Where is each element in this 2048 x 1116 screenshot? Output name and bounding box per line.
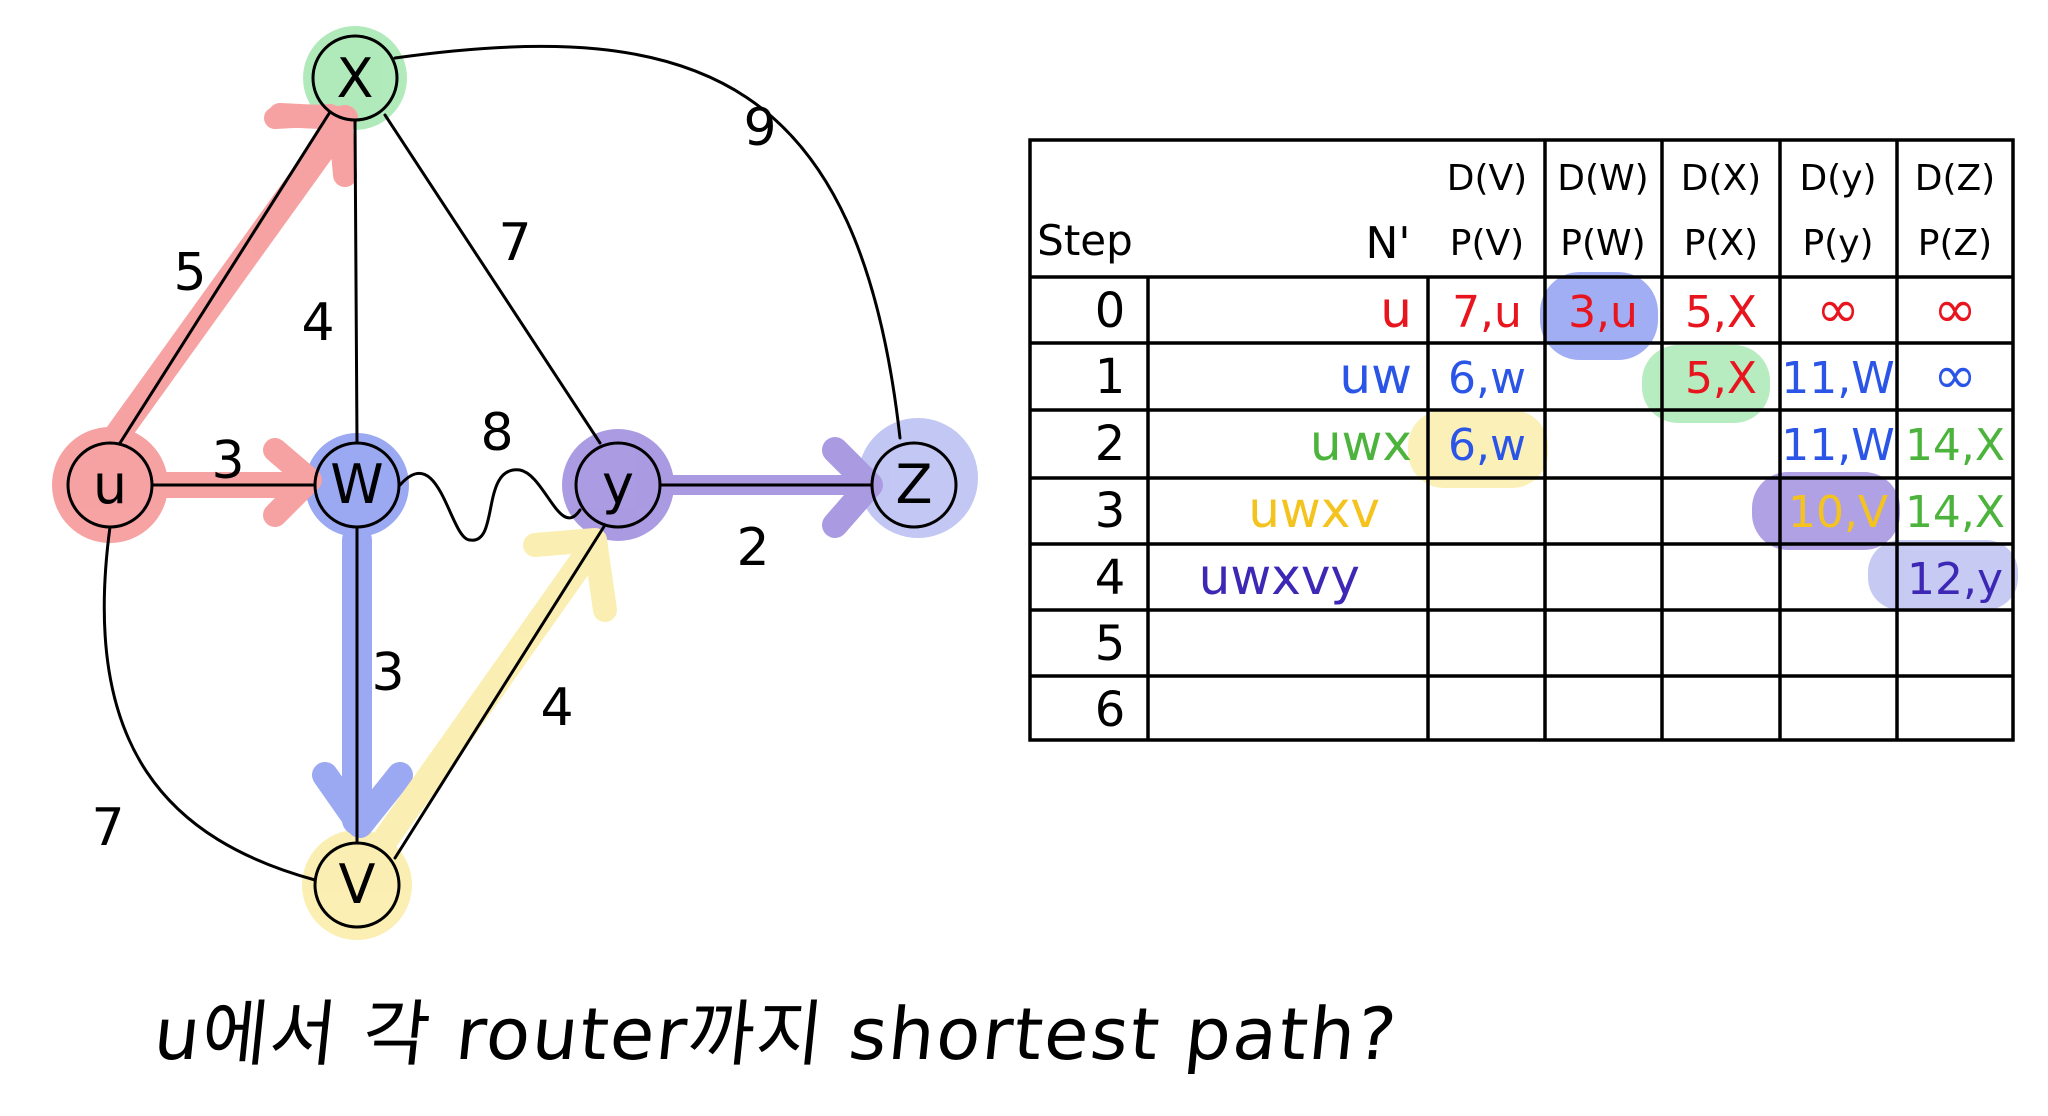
cell-d-y: 11,W xyxy=(1781,420,1894,471)
nprime-cell: u xyxy=(1380,281,1412,339)
node-x xyxy=(311,34,399,122)
table-highlights xyxy=(1408,272,2018,610)
node-label-u: u xyxy=(93,453,127,516)
highlight-w-v-arrowhead xyxy=(312,762,413,838)
node-u xyxy=(66,441,154,529)
step-cell: 4 xyxy=(1095,550,1126,606)
table-headers: Step N' D(V) P(V) D(W) P(W) D(X) P(X) D(… xyxy=(1037,158,1995,269)
step-cell: 3 xyxy=(1095,483,1126,539)
y-node-halo xyxy=(562,429,674,541)
header-dy: D(y) xyxy=(1799,158,1876,199)
highlight-u-w-arrowhead xyxy=(263,438,322,527)
table-body: 0 1 2 3 4 5 6 u uw uwx uwxv uwxvy 7,u 3,… xyxy=(1095,280,2005,738)
header-pv: P(V) xyxy=(1450,223,1524,264)
node-y xyxy=(574,441,662,529)
hl-dx-step1 xyxy=(1642,345,1770,423)
weight-u-v: 7 xyxy=(91,798,124,858)
cell-d-y: 11,W xyxy=(1781,353,1894,404)
cell-d-w: 3,u xyxy=(1568,287,1638,338)
header-dv: D(V) xyxy=(1447,158,1527,199)
node-w xyxy=(313,441,401,529)
edge-x-z xyxy=(393,44,902,440)
nprime-cell: uwx xyxy=(1310,414,1412,472)
weight-y-z: 2 xyxy=(736,518,769,578)
nprime-cell: uw xyxy=(1339,347,1412,405)
nprime-cell: uwxv xyxy=(1248,481,1380,539)
cell-d-v: 7,u xyxy=(1452,287,1522,338)
graph-edge-weights: 5 4 7 9 3 8 2 3 4 7 xyxy=(91,98,776,858)
step-cell: 0 xyxy=(1095,283,1126,339)
weight-x-z: 9 xyxy=(743,98,776,158)
header-dw: D(W) xyxy=(1557,158,1648,199)
cell-d-z: ∞ xyxy=(1933,346,1976,406)
v-node-halo xyxy=(302,830,412,940)
question-caption: u에서 각 router까지 shortest path? xyxy=(149,992,1402,1076)
step-cell: 1 xyxy=(1095,349,1126,405)
weight-x-w: 4 xyxy=(301,293,334,353)
weight-u-x: 5 xyxy=(173,243,206,303)
highlight-v-y xyxy=(372,537,603,853)
node-label-x: X xyxy=(337,47,374,110)
weight-x-y: 7 xyxy=(498,213,531,273)
cell-d-y: 10,V xyxy=(1788,487,1888,538)
weight-u-w: 3 xyxy=(211,431,244,491)
cell-d-v: 6,w xyxy=(1448,353,1526,404)
hl-dw-step0 xyxy=(1540,272,1658,360)
edge-x-w xyxy=(353,118,359,445)
hl-dv-step2 xyxy=(1408,410,1548,488)
cell-d-x: 5,X xyxy=(1685,287,1757,338)
cell-d-z: 12,y xyxy=(1907,554,2003,605)
step-header: Step xyxy=(1037,216,1133,265)
cell-d-z: 14,X xyxy=(1905,420,2005,471)
node-v xyxy=(313,841,401,929)
header-dx: D(X) xyxy=(1681,158,1761,199)
node-label-w: W xyxy=(330,453,383,516)
w-node-halo xyxy=(305,433,409,537)
weight-w-v: 3 xyxy=(371,643,404,703)
header-py: P(y) xyxy=(1802,223,1873,264)
nprime-cell: uwxvy xyxy=(1199,548,1360,606)
header-pz: P(Z) xyxy=(1918,223,1992,264)
node-label-y: y xyxy=(602,453,634,516)
step-cell: 2 xyxy=(1095,416,1126,472)
cell-d-x: 5,X xyxy=(1685,353,1757,404)
edge-u-v xyxy=(102,525,317,882)
header-dz: D(Z) xyxy=(1915,158,1995,199)
edge-v-y xyxy=(393,523,607,860)
graph-edges xyxy=(102,44,902,882)
routing-table-grid xyxy=(1028,138,2015,742)
node-label-v: V xyxy=(339,853,376,916)
cell-d-z: ∞ xyxy=(1933,280,1976,340)
graph-nodes xyxy=(66,34,958,929)
cell-d-v: 6,w xyxy=(1448,420,1526,471)
x-node-halo xyxy=(303,26,407,130)
header-px: P(X) xyxy=(1684,223,1758,264)
node-label-z: Z xyxy=(896,453,933,516)
graph-highlights xyxy=(52,26,978,940)
header-pw: P(W) xyxy=(1560,223,1645,264)
weight-w-y: 8 xyxy=(480,403,513,463)
hl-dy-step3 xyxy=(1752,472,1900,550)
cell-d-z: 14,X xyxy=(1905,487,2005,538)
cell-d-y: ∞ xyxy=(1816,280,1859,340)
graph-node-labels: X u W y Z V xyxy=(93,47,933,916)
table-border xyxy=(1028,138,2015,742)
edge-w-y xyxy=(398,468,582,542)
highlight-x-arrow-top xyxy=(264,104,341,129)
hl-dz-step4 xyxy=(1868,540,2018,610)
edge-u-x xyxy=(118,110,332,445)
step-cell: 5 xyxy=(1095,616,1126,672)
step-cell: 6 xyxy=(1095,682,1126,738)
edge-x-y xyxy=(383,113,602,445)
node-z xyxy=(870,441,958,529)
nprime-header: N' xyxy=(1365,218,1410,269)
highlight-u-x xyxy=(97,105,358,458)
weight-v-y: 4 xyxy=(540,678,573,738)
